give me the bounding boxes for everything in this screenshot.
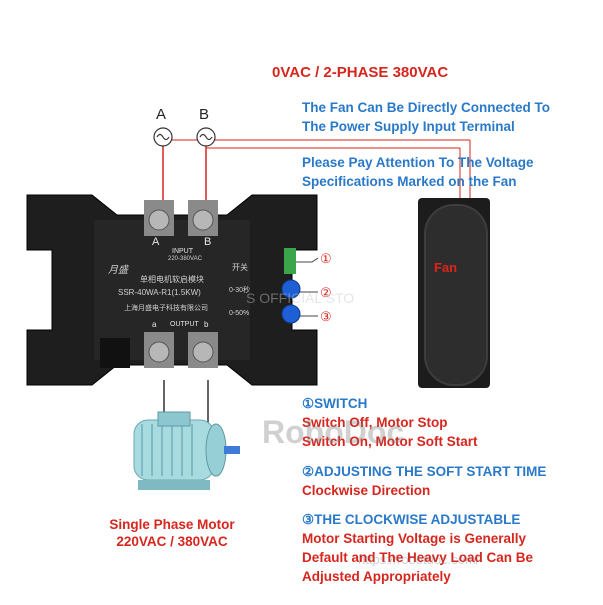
brand-label: 月盛 [108,265,128,276]
fan-note-line1: The Fan Can Be Directly Connected To [302,100,551,115]
volt-range: 0-50% [229,310,250,317]
volt-line2: Default and The Heavy Load Can Be [302,550,534,565]
fan-label: Fan [434,260,458,275]
fan-note: The Fan Can Be Directly Connected To The… [302,98,550,191]
callout-2: ② [320,285,332,300]
output-b-label: b [204,320,209,329]
model-number: SSR-40WA-R1(1.5KW) [118,288,201,297]
fan-image: Fan [418,198,490,388]
ac-symbol-icons [153,127,216,147]
fan-note-line2: The Power Supply Input Terminal [302,119,515,134]
motor-caption-line1: Single Phase Motor [109,517,235,532]
time-title: ②ADJUSTING THE SOFT START TIME [302,464,547,479]
volt-line3: Adjusted Appropriately [302,569,451,584]
callout-1: ① [320,251,332,266]
motor-caption: Single Phase Motor 220VAC / 380VAC [102,516,242,550]
output-label: OUTPUT [170,321,199,328]
watermark-center: S OFFICIAL STO [246,290,355,306]
page-title: 0VAC / 2-PHASE 380VAC [272,64,449,81]
input-a-label: A [152,236,160,248]
model-cn: 单相电机软启模块 [140,275,204,284]
fan-note-line3: Please Pay Attention To The Voltage [302,155,534,170]
volt-title: ③THE CLOCKWISE ADJUSTABLE [302,512,521,527]
switch-label-cn: 开关 [232,263,248,272]
switch-title: ①SWITCH [302,396,368,411]
maker: 上海月盛电子科技有限公司 [124,305,208,312]
output-a-label: a [152,320,157,329]
callout-3: ③ [320,309,332,324]
time-desc: Clockwise Direction [302,483,431,498]
input-b-label: B [204,236,212,248]
terminal-b-label: B [199,106,210,123]
module-shell [26,194,318,386]
watermark-brand: RoboDoc [262,414,405,450]
switch-on-text: Switch On, Motor Soft Start [302,434,478,449]
time-range: 0-30秒 [229,287,251,294]
switch-off-text: Switch Off, Motor Stop [302,415,448,430]
soft-starter-module: 月盛 A B INPUT 220-380VAC 单相电机软启模块 SSR-40W… [22,190,322,390]
terminal-a-label: A [156,106,167,123]
instructions: ①SWITCH Switch Off, Motor Stop Switch On… [302,394,546,586]
volt-line1: Motor Starting Voltage is Generally [302,531,527,546]
watermark-url: https://robotdoc.com/ [358,552,480,567]
fan-note-line4: Specifications Marked on the Fan [302,174,517,189]
motor-caption-line2: 220VAC / 380VAC [116,534,228,549]
input-spec: 220-380VAC [168,256,202,262]
input-label: INPUT [172,248,193,255]
motor-image [133,411,240,490]
fan-blades [424,204,488,386]
